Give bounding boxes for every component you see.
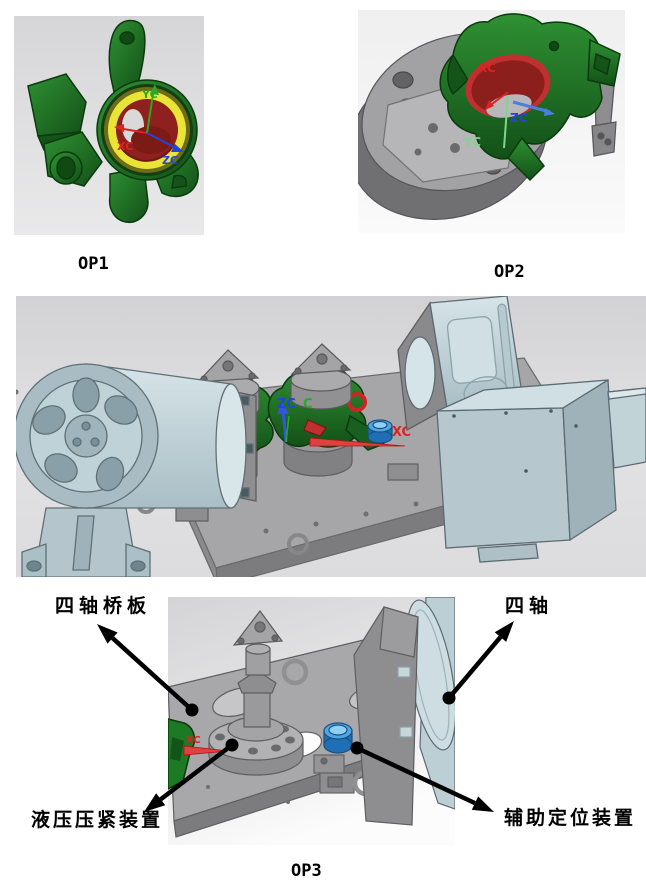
op2-axis-y-label: YC	[463, 135, 481, 149]
callout-fourth-axis-label: 四轴	[505, 596, 554, 617]
workpiece-assembly-right	[267, 343, 419, 481]
op3-clamp-blocks	[313, 754, 355, 794]
tailstock	[16, 363, 257, 577]
overview-axis-triad: ZC C XC	[277, 397, 411, 447]
fixture-overview-cad-image: ZC C XC	[16, 296, 646, 577]
op2-axis-x-label: XC	[478, 61, 496, 75]
op3-rotary-side	[353, 597, 455, 826]
op2-figure: XC YC ZC	[358, 10, 625, 233]
op2-bore	[465, 54, 551, 118]
op1-axis-x-label: XC	[117, 140, 133, 153]
op2-axis-triad: XC YC ZC	[463, 61, 555, 149]
op2-axis-z-label: ZC	[510, 111, 528, 125]
op2-cad-image: XC YC ZC	[358, 10, 625, 233]
aux-locator-right	[367, 419, 393, 444]
overview-axis-z-label: ZC	[277, 397, 296, 412]
op1-axis-triad: XC YC ZC	[114, 84, 184, 167]
fixture-overview-figure: ZC C XC	[16, 296, 646, 577]
op3-cad-image: XC	[168, 597, 455, 845]
callout-hydraulic-clamp-label: 液压压紧装置	[31, 810, 164, 831]
op1-axis-y-label: YC	[141, 88, 158, 101]
callout-aux-locator-label: 辅助定位装置	[504, 808, 637, 829]
op1-cad-image: XC YC ZC	[14, 16, 204, 235]
op2-caption: OP2	[494, 262, 525, 282]
op1-figure: XC YC ZC	[14, 16, 204, 235]
rotary-drive-unit	[397, 296, 646, 563]
callout-bridge-plate-label: 四轴桥板	[55, 596, 152, 617]
op1-caption: OP1	[78, 254, 109, 274]
op3-caption: OP3	[291, 861, 322, 881]
aux-locator-device	[323, 722, 353, 754]
op3-axis-x-label: XC	[186, 735, 201, 746]
op3-figure: XC	[168, 597, 455, 845]
overview-axis-y-label: C	[303, 397, 313, 412]
op1-axis-z-label: ZC	[162, 154, 178, 167]
